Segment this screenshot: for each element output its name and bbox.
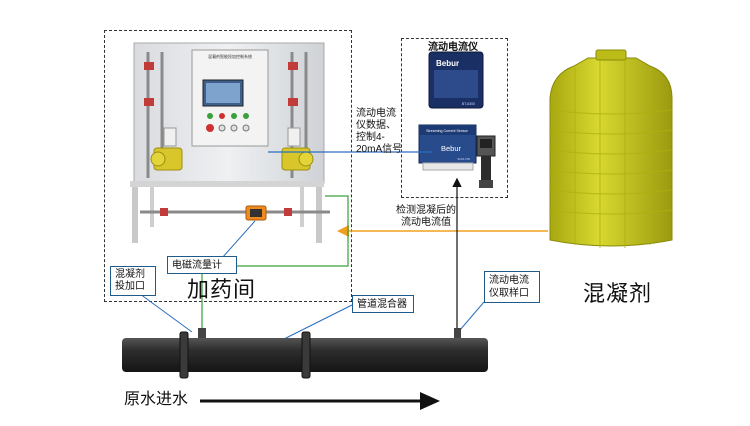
dosing-point-label: 混凝剂 投加口 [110,266,156,296]
streaming-current-sensor: Streaming Current Sensor Bebur SCM-700 [418,124,496,188]
detect-label: 检测混凝后的 流动电流值 [396,205,456,228]
sensor-model-text: SCM-700 [457,157,470,161]
flowmeter-leader [221,220,256,259]
dosing-point-leader [139,293,193,333]
dosing-room-boundary [104,30,352,302]
streaming-current-controller: Bebur BT-6300 [428,51,484,109]
analyzer-title: 流动电流仪 [428,42,478,53]
sampling-point-label: 流动电流 仪取样口 [484,271,540,303]
analyzer-boundary [401,38,508,198]
sensor-brand-text: Bebur [441,144,462,153]
coagulant-tank [549,49,673,248]
coagulant-label: 混凝剂 [583,281,653,306]
sensor-title-text: Streaming Current Sensor [426,129,469,133]
sampling-leader [459,301,485,331]
signal-label: 流动电流 仪数据、 控制4- 20mA信号 [356,108,403,155]
dosing-room-label: 加药间 [187,277,257,302]
controller-brand-text: Bebur [436,59,459,68]
dosing-line [201,195,349,330]
dosing-skid: 混凝剂智能投加控制系统 [130,42,330,243]
controller-model-text: BT-6300 [462,102,475,106]
flowmeter-label: 电磁流量计 [167,256,237,274]
pipe-mixer-label: 管道混合器 [352,295,414,313]
raw-water-label: 原水进水 [124,391,189,408]
raw-water-pipe [122,328,488,379]
panel-title-text: 混凝剂智能投加控制系统 [208,53,252,59]
